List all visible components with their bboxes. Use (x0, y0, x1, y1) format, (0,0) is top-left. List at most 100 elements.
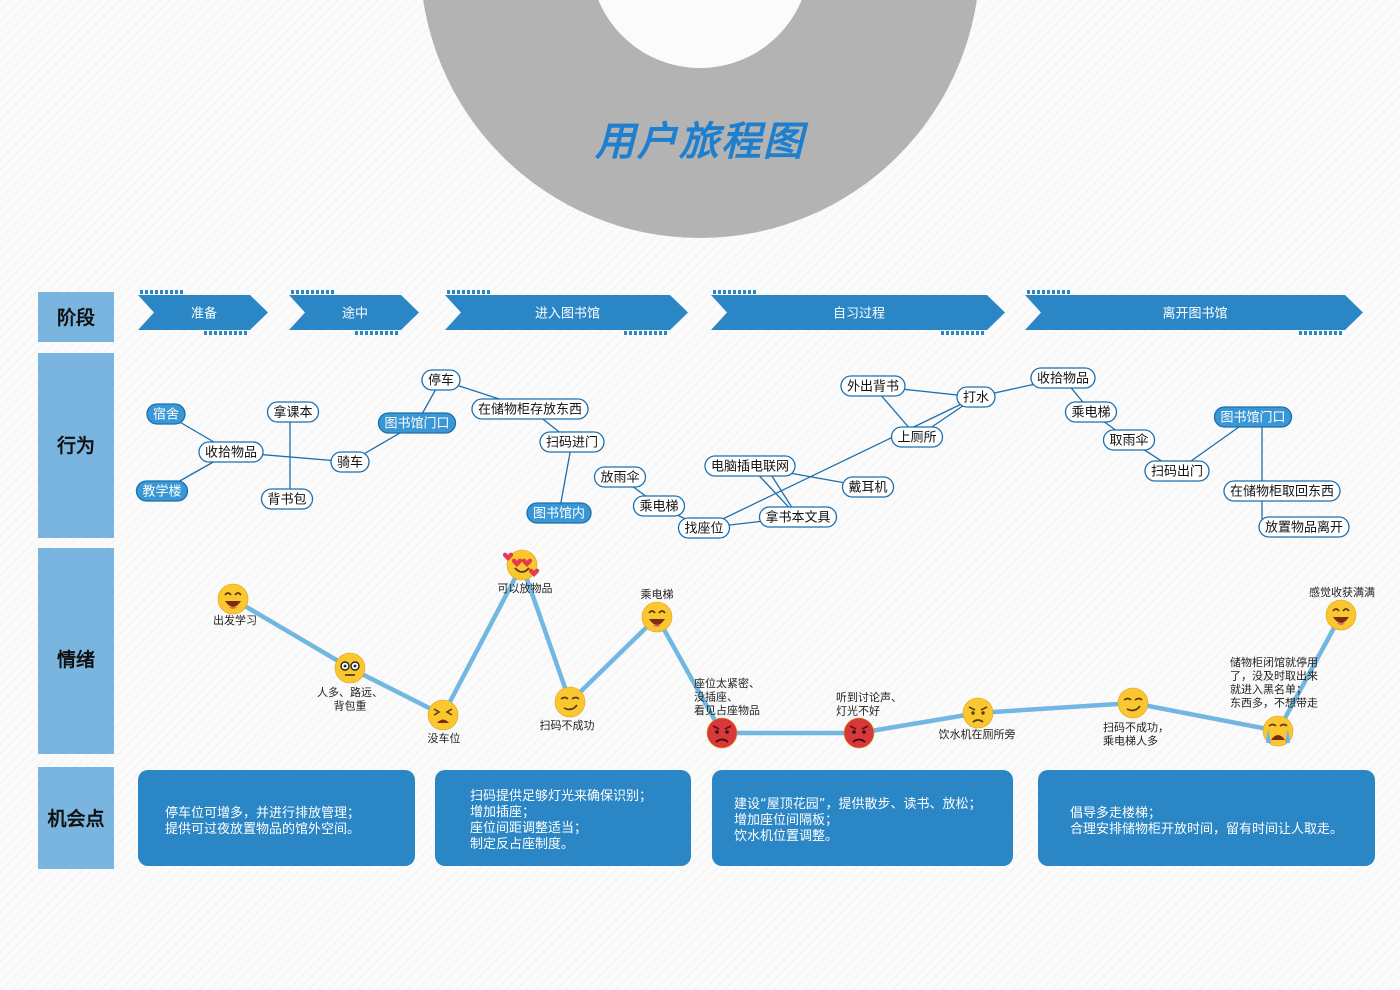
stage-dash-decor (713, 290, 984, 335)
behavior-node-pack1: 收拾物品 (198, 441, 264, 463)
connector-seat-water (703, 396, 977, 529)
emoji-face (1262, 715, 1294, 747)
stage-arrow-shape (1025, 295, 1363, 330)
node-label: 上厕所 (897, 431, 936, 446)
node-box (840, 375, 906, 397)
emotion-label: 听到讨论声、灯光不好 (836, 690, 902, 718)
behavior-node-books2: 拿书本文具 (758, 506, 838, 528)
emoji-face (962, 697, 994, 729)
node-label: 宿舍 (153, 407, 179, 423)
title-ring (423, 0, 977, 238)
emotion-point-10: 扫码不成功，乘电梯人多 (1103, 687, 1169, 748)
node-box (1223, 480, 1341, 502)
node-box (377, 412, 457, 434)
stage-dash-decor (291, 290, 398, 335)
node-label: 电脑插电联网 (711, 460, 789, 475)
opportunity-box (712, 770, 1013, 866)
stage-5: 离开图书馆 (1025, 290, 1363, 335)
stage-label: 离开图书馆 (1162, 306, 1227, 322)
behavior-node-scanin: 扫码进门 (539, 431, 605, 453)
stage-label: 进入图书馆 (535, 307, 600, 322)
opportunity-box (1038, 770, 1375, 866)
node-label: 乘电梯 (639, 500, 678, 515)
row-labels: 阶段 行为 情绪 机会点 (38, 292, 114, 869)
behavior-node-phones: 戴耳机 (841, 476, 895, 498)
node-box (421, 369, 461, 391)
node-label: 外出背书 (847, 380, 899, 395)
behavior-node-dorm: 宿舍 (146, 403, 186, 425)
node-box (1213, 406, 1293, 428)
emotion-label: 可以放物品 (498, 581, 553, 595)
emotion-label: 扫码不成功，乘电梯人多 (1103, 721, 1169, 748)
opportunity-3: 建设“屋顶花园”，提供散步、读书、放松；增加座位间隔板；饮水机位置调整。 (712, 770, 1013, 866)
node-label: 扫码出门 (1151, 465, 1203, 480)
emotion-label: 出发学习 (213, 613, 257, 627)
node-label: 教学楼 (142, 484, 181, 500)
node-box (1030, 367, 1096, 389)
emotion-point-5: 扫码不成功 (540, 686, 595, 732)
behavior-node-elev2: 乘电梯 (1064, 401, 1118, 423)
emotion-point-8: 听到讨论声、灯光不好 (836, 690, 902, 749)
node-box (471, 398, 589, 420)
node-box (1102, 429, 1156, 451)
emotion-label: 乘电梯 (641, 588, 674, 601)
behavior-node-teach: 教学楼 (135, 480, 189, 502)
stage-dash-decor (447, 290, 667, 335)
node-box (704, 455, 796, 477)
opportunity-text: 建设“屋顶花园”，提供散步、读书、放松；增加座位间隔板；饮水机位置调整。 (734, 796, 981, 844)
node-box (260, 488, 314, 510)
behavior-node-umb2: 取雨伞 (1102, 429, 1156, 451)
node-label: 在储物柜存放东西 (478, 403, 582, 418)
emoji-face (843, 717, 875, 749)
stage-arrows: 准备途中进入图书馆自习过程离开图书馆 (138, 290, 1363, 335)
emotion-label: 扫码不成功 (540, 719, 595, 732)
emotion-point-2: 人多、路远、背包重 (317, 652, 383, 713)
stage-1: 准备 (138, 290, 268, 335)
behavior-node-plug: 电脑插电联网 (704, 455, 796, 477)
node-label: 拿书本文具 (765, 510, 830, 526)
opportunity-text: 扫码提供足够灯光来确保识别；增加插座；座位间距调整适当；制定反占座制度。 (470, 788, 652, 852)
node-label: 戴耳机 (848, 481, 887, 496)
row-label-behavior: 行为 (56, 434, 95, 457)
emoji-face (334, 652, 366, 684)
behavior-node-water: 打水 (956, 386, 996, 408)
stage-arrow-shape (711, 295, 1005, 330)
behavior-nodes: 宿舍教学楼收拾物品拿课本背书包骑车图书馆门口停车在储物柜存放东西扫码进门图书馆内… (135, 367, 1350, 539)
opportunity-boxes: 停车位可增多，并进行排放管理；提供可过夜放置物品的馆外空间。扫码提供足够灯光来确… (138, 770, 1375, 866)
emoji-face (1117, 687, 1149, 719)
row-label-bg-stage (38, 292, 114, 342)
stage-3: 进入图书馆 (445, 290, 688, 335)
stage-4: 自习过程 (711, 290, 1005, 335)
stage-arrow-shape (289, 295, 419, 330)
node-box (198, 441, 264, 463)
node-label: 图书馆内 (533, 506, 585, 522)
behavior-node-elev1: 乘电梯 (632, 495, 686, 517)
behavior-node-bag: 背书包 (260, 488, 314, 510)
emotion-line (230, 559, 1344, 736)
stage-arrow-shape (445, 295, 688, 330)
node-label: 乘电梯 (1071, 406, 1110, 421)
behavior-node-door1: 图书馆门口 (377, 412, 457, 434)
emoji-face (217, 583, 249, 615)
emotion-label: 饮水机在厕所旁 (939, 727, 1016, 741)
node-label: 拿课本 (273, 405, 312, 421)
emotion-point-7: 座位太紧密、没插座、看见占座物品 (694, 676, 760, 749)
stage-dash-decor (140, 290, 247, 335)
opportunity-2: 扫码提供足够灯光来确保识别；增加插座；座位间距调整适当；制定反占座制度。 (435, 770, 691, 866)
row-label-bg-behavior (38, 353, 114, 538)
node-box (593, 466, 647, 488)
emotion-label: 感觉收获满满 (1309, 585, 1375, 599)
row-label-bg-opportunity (38, 767, 114, 869)
node-box (1064, 401, 1118, 423)
emoji-face (554, 686, 586, 718)
behavior-node-scanout: 扫码出门 (1144, 460, 1210, 482)
emotion-label: 座位太紧密、没插座、看见占座物品 (694, 676, 760, 717)
node-box (330, 451, 370, 473)
node-label: 放雨伞 (600, 470, 639, 486)
behavior-node-leave: 放置物品离开 (1258, 516, 1350, 538)
node-label: 骑车 (337, 455, 363, 471)
emoji-face (506, 549, 538, 581)
opportunity-4: 倡导多走楼梯；合理安排储物柜开放时间，留有时间让人取走。 (1038, 770, 1375, 866)
node-label: 取雨伞 (1109, 433, 1148, 449)
